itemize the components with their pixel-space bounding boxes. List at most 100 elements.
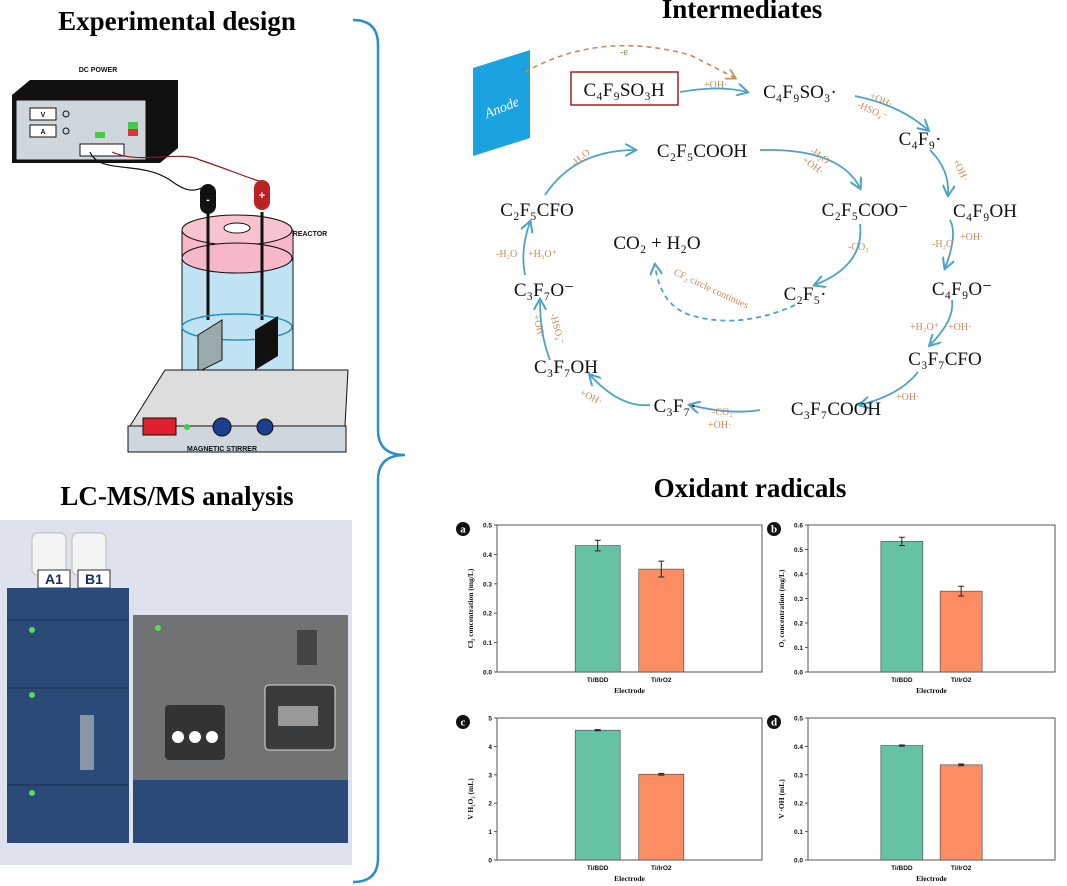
x-axis-label: Electrode xyxy=(614,874,645,883)
y-tick-label: 0.5 xyxy=(794,547,803,554)
species-s5: C₃F₇CFO xyxy=(908,349,981,370)
dc-power-label: DC POWER xyxy=(79,67,118,74)
panel-label: a xyxy=(460,524,466,536)
stirrer-label: MAGNETIC STIRRER xyxy=(187,446,257,453)
x-tick-label: Ti/IrO2 xyxy=(651,865,672,872)
y-tick-label: 0.5 xyxy=(794,716,803,723)
cond-loop: CF₂ circle continues xyxy=(672,267,750,311)
cond-c4a: +H₂O⁺ xyxy=(910,322,939,333)
cond-c12: -CO₂ xyxy=(848,242,869,253)
plot-frame xyxy=(807,717,1056,861)
bar-tibdd xyxy=(880,745,924,861)
bar-tibdd xyxy=(880,541,924,673)
pathway-arrows xyxy=(523,89,953,412)
red-wire xyxy=(111,151,263,183)
bar-tiiro2 xyxy=(638,773,685,861)
bar-tibdd xyxy=(574,545,621,673)
y-tick-label: 0.3 xyxy=(794,772,803,779)
y-tick-label: 4 xyxy=(488,744,492,751)
species-s12: C₂F₅COO⁻ xyxy=(822,200,909,221)
bottle-a-label: A1 xyxy=(45,571,63,587)
error-bar xyxy=(898,744,905,747)
cond-c3b: +OH· xyxy=(960,232,983,243)
plus-sign: + xyxy=(259,190,265,202)
amp-label: A xyxy=(40,129,45,136)
cond-c6a: -CO₂ xyxy=(712,407,733,418)
error-bar xyxy=(594,539,601,552)
bottle-b-label: B1 xyxy=(85,571,103,587)
y-tick-label: 0.1 xyxy=(794,645,803,652)
x-tick-label: Ti/IrO2 xyxy=(651,677,672,684)
y-tick-label: 0.1 xyxy=(794,829,803,836)
y-tick-label: 0.0 xyxy=(794,858,803,865)
error-bar xyxy=(594,729,601,732)
y-tick-label: 0.4 xyxy=(483,552,492,559)
magnetic-stirrer: MAGNETIC STIRRER xyxy=(127,369,349,453)
species-end: CO₂ + H₂O xyxy=(613,233,700,254)
plot-frame xyxy=(807,524,1056,673)
species-start: C₄F₉SO₃H xyxy=(583,80,664,101)
y-tick-label: 0.0 xyxy=(794,670,803,677)
electron-transfer-arrow xyxy=(524,44,735,78)
y-tick-label: 1 xyxy=(488,829,492,836)
panel-badge xyxy=(456,715,470,729)
black-wire xyxy=(89,151,209,191)
species-s10: C₂F₅CFO xyxy=(500,200,573,221)
cond-c9b: +H₃O⁺ xyxy=(528,249,557,260)
error-bar xyxy=(958,585,965,597)
bracket xyxy=(352,18,406,884)
error-bar xyxy=(958,763,965,767)
error-bar xyxy=(658,560,665,578)
x-tick-label: Ti/BDD xyxy=(587,677,609,684)
y-tick-label: 0.2 xyxy=(483,611,492,618)
lcms-title: LC-MS/MS analysis xyxy=(60,481,293,511)
species-s7: C₃F₇· xyxy=(654,396,697,417)
x-tick-label: Ti/BDD xyxy=(891,865,913,872)
reactor-label: REACTOR xyxy=(293,231,327,238)
y-axis-label: V H₂O₂ (mL) xyxy=(466,778,475,820)
y-tick-label: 0.3 xyxy=(483,581,492,588)
x-tick-label: Ti/IrO2 xyxy=(951,677,972,684)
y-tick-label: 0.4 xyxy=(794,572,803,579)
start-compound-box xyxy=(570,71,679,106)
dc-power-supply: DC POWER V A xyxy=(12,67,178,163)
panel-badge xyxy=(456,522,470,536)
panel-badge xyxy=(767,715,781,729)
y-tick-label: 0.5 xyxy=(483,523,492,530)
cond-c0: +OH· xyxy=(704,80,727,91)
error-bar xyxy=(898,536,905,547)
y-tick-label: 0.0 xyxy=(483,670,492,677)
species-s11: C₂F₅COOH xyxy=(657,141,748,162)
y-tick-label: 0.3 xyxy=(794,596,803,603)
species-s2: C₄F₉· xyxy=(899,129,942,150)
species-s6: C₃F₇COOH xyxy=(791,399,882,420)
cond-c5: +OH· xyxy=(896,392,919,403)
bar-tiiro2 xyxy=(939,764,983,861)
y-axis-label: V ·OH (mL) xyxy=(777,779,786,819)
cond-c4b: +OH· xyxy=(948,322,971,333)
anode: Anode xyxy=(473,50,530,156)
species-s4: C₄F₉O⁻ xyxy=(932,279,992,300)
species-s13: C₂F₅· xyxy=(784,284,827,305)
y-tick-label: 3 xyxy=(488,772,492,779)
panel-label: d xyxy=(771,717,777,729)
species-s8: C₃F₇OH xyxy=(534,357,598,378)
experimental-design-title: Experimental design xyxy=(58,6,296,36)
species-s3: C₄F₉OH xyxy=(953,201,1017,222)
cond-c6b: +OH· xyxy=(708,420,731,431)
species-s1: C₄F₉SO₃· xyxy=(763,82,837,103)
species-s9: C₃F₇O⁻ xyxy=(514,280,574,301)
y-axis-label: O₃ concentration (mg/L) xyxy=(777,569,786,648)
x-tick-label: Ti/BDD xyxy=(587,865,609,872)
y-tick-label: 0 xyxy=(488,858,492,865)
y-tick-label: 0.2 xyxy=(794,621,803,628)
y-tick-label: 0.1 xyxy=(483,640,492,647)
x-tick-label: Ti/BDD xyxy=(891,677,913,684)
y-tick-label: 0.2 xyxy=(794,801,803,808)
oxidant-radicals-title: Oxidant radicals xyxy=(654,473,847,503)
cond-c8a: -HSO₄⁻ xyxy=(547,312,566,346)
